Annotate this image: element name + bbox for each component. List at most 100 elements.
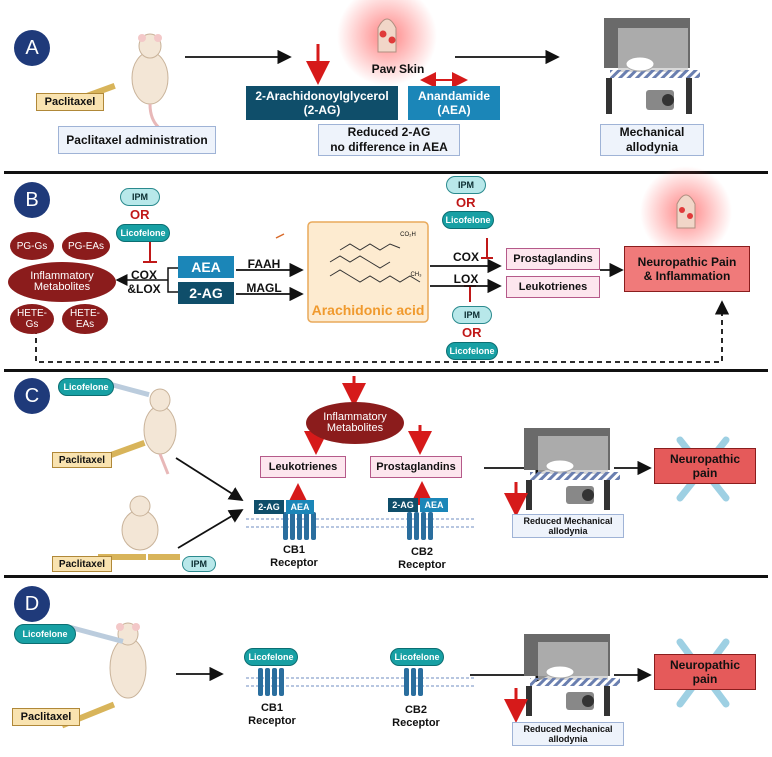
hete-eas-ellipse: HETE- EAs xyxy=(62,304,108,334)
rat-icon xyxy=(74,33,169,132)
aea-box: AEA xyxy=(178,256,234,278)
rat-icon xyxy=(60,622,147,729)
allodynia-line2: allodynia xyxy=(625,140,678,154)
two-ag-tag: 2-AG xyxy=(388,498,418,512)
cox-lox-label: COX &LOX xyxy=(124,268,164,296)
prostaglandins-box: Prostaglandins xyxy=(506,248,600,270)
or-label: OR xyxy=(462,325,482,340)
cb2-label: CB2 Receptor xyxy=(386,704,446,730)
reduced-allodynia-caption: Reduced Mechanical allodynia xyxy=(512,722,624,746)
inflam-line2: Metabolites xyxy=(326,422,384,434)
pain-line1: Neuropathic xyxy=(669,658,740,672)
behavior-apparatus-icon xyxy=(524,634,620,716)
neuropathic-pain-box: Neuropathic pain xyxy=(654,654,756,690)
or-label: OR xyxy=(130,207,150,222)
pg-eas-ellipse: PG-EAs xyxy=(62,232,110,260)
pain-line2: pain xyxy=(692,466,718,480)
allodynia-line1: Mechanical xyxy=(619,125,685,139)
paw-skin-label: Paw Skin xyxy=(371,62,425,76)
cb2-line2: Receptor xyxy=(398,559,446,571)
cb1-label: CB1 Receptor xyxy=(242,702,302,728)
reduced-line2: allodynia xyxy=(548,526,588,536)
paclitaxel-label: Paclitaxel xyxy=(52,556,112,572)
pain-line2: pain xyxy=(692,672,718,686)
co2h-label: CO₂H xyxy=(400,232,416,238)
cb1-line1: CB1 xyxy=(282,544,305,556)
arachidonic-acid-label: Arachidonic acid xyxy=(311,302,425,318)
cb1-line1: CB1 xyxy=(260,702,283,714)
reduced-line1: Reduced Mechanical xyxy=(523,516,613,526)
aea-line1: Anandamide xyxy=(417,89,490,103)
cb2-receptor-icon xyxy=(404,668,423,696)
reduced-allodynia-caption: Reduced Mechanical allodynia xyxy=(512,514,624,538)
allodynia-caption: Mechanical allodynia xyxy=(600,124,704,156)
result-caption: Reduced 2-AG no difference in AEA xyxy=(318,124,460,156)
prostaglandins-box: Prostaglandins xyxy=(370,456,462,478)
reduced-line2: allodynia xyxy=(548,734,588,744)
licofelone-pill: Licofelone xyxy=(390,648,444,666)
magl-label: MAGL xyxy=(246,281,282,295)
cb2-line1: CB2 xyxy=(404,704,427,716)
result-line2: no difference in AEA xyxy=(330,140,448,154)
neuropathic-pain-box: Neuropathic Pain & Inflammation xyxy=(624,246,750,292)
admin-caption: Paclitaxel administration xyxy=(58,126,216,154)
cb1-label: CB1 Receptor xyxy=(264,544,324,570)
ipm-pill: IPM xyxy=(120,188,160,206)
aea-box: Anandamide (AEA) xyxy=(408,86,500,120)
panel-b-badge: B xyxy=(14,182,50,218)
inflam-line1: Inflammatory xyxy=(323,411,387,423)
inflam-line2: Metabolites xyxy=(33,281,91,293)
reduced-line1: Reduced Mechanical xyxy=(523,724,613,734)
two-ag-tag: 2-AG xyxy=(254,500,284,514)
paclitaxel-label: Paclitaxel xyxy=(36,93,104,111)
arachidonic-acid-structure xyxy=(329,243,421,283)
pain-line1: Neuropathic xyxy=(669,452,740,466)
leukotrienes-box: Leukotrienes xyxy=(506,276,600,298)
licofelone-pill: Licofelone xyxy=(442,211,494,229)
pain-line2: & Inflammation xyxy=(643,269,731,283)
faah-label: FAAH xyxy=(247,257,281,271)
behavior-apparatus-icon xyxy=(604,18,700,114)
panel-c-badge: C xyxy=(14,378,50,414)
cb1-receptor-icon xyxy=(283,512,316,540)
panel-a-badge: A xyxy=(14,30,50,66)
two-ag-line2: (2-AG) xyxy=(303,103,341,117)
ipm-pill: IPM xyxy=(452,306,492,324)
aea-tag: AEA xyxy=(420,498,448,512)
hete-gs-line2: Gs xyxy=(25,319,39,330)
cb2-label: CB2 Receptor xyxy=(392,546,452,572)
panel-d-badge: D xyxy=(14,586,50,622)
licofelone-pill: Licofelone xyxy=(116,224,170,242)
pain-line1: Neuropathic Pain xyxy=(637,255,737,269)
aea-line2: (AEA) xyxy=(437,103,471,117)
lox-label: LOX xyxy=(453,272,479,286)
cox-label: COX xyxy=(452,250,479,264)
hete-gs-ellipse: HETE- Gs xyxy=(10,304,54,334)
or-label: OR xyxy=(456,195,476,210)
leukotrienes-box: Leukotrienes xyxy=(260,456,346,478)
two-ag-box: 2-AG xyxy=(178,282,234,304)
ipm-pill: IPM xyxy=(182,556,216,572)
paclitaxel-label: Paclitaxel xyxy=(52,452,112,468)
aea-tag: AEA xyxy=(286,500,314,514)
cb2-receptor-icon xyxy=(407,512,433,540)
result-line1: Reduced 2-AG xyxy=(347,125,431,139)
hete-gs-line1: HETE- xyxy=(17,308,47,319)
hete-eas-line2: EAs xyxy=(75,319,95,330)
rat-icon xyxy=(98,495,180,560)
ipm-pill: IPM xyxy=(446,176,486,194)
cox-lox-line1: COX xyxy=(130,268,157,282)
paclitaxel-label: Paclitaxel xyxy=(12,708,80,726)
cb2-line1: CB2 xyxy=(410,546,433,558)
hete-eas-line1: HETE- xyxy=(70,308,100,319)
inflam-line1: Inflammatory xyxy=(30,270,94,282)
licofelone-pill: Licofelone xyxy=(446,342,498,360)
inflammatory-metabolites-ellipse: Inflammatory Metabolites xyxy=(8,262,116,302)
cb2-line2: Receptor xyxy=(392,717,440,729)
behavior-apparatus-icon xyxy=(524,428,620,510)
inflammatory-metabolites-ellipse: Inflammatory Metabolites xyxy=(306,402,404,444)
cb1-line2: Receptor xyxy=(270,557,318,569)
ch3-label: CH₃ xyxy=(410,272,422,278)
paw-icon xyxy=(676,194,696,229)
licofelone-pill: Licofelone xyxy=(14,624,76,644)
